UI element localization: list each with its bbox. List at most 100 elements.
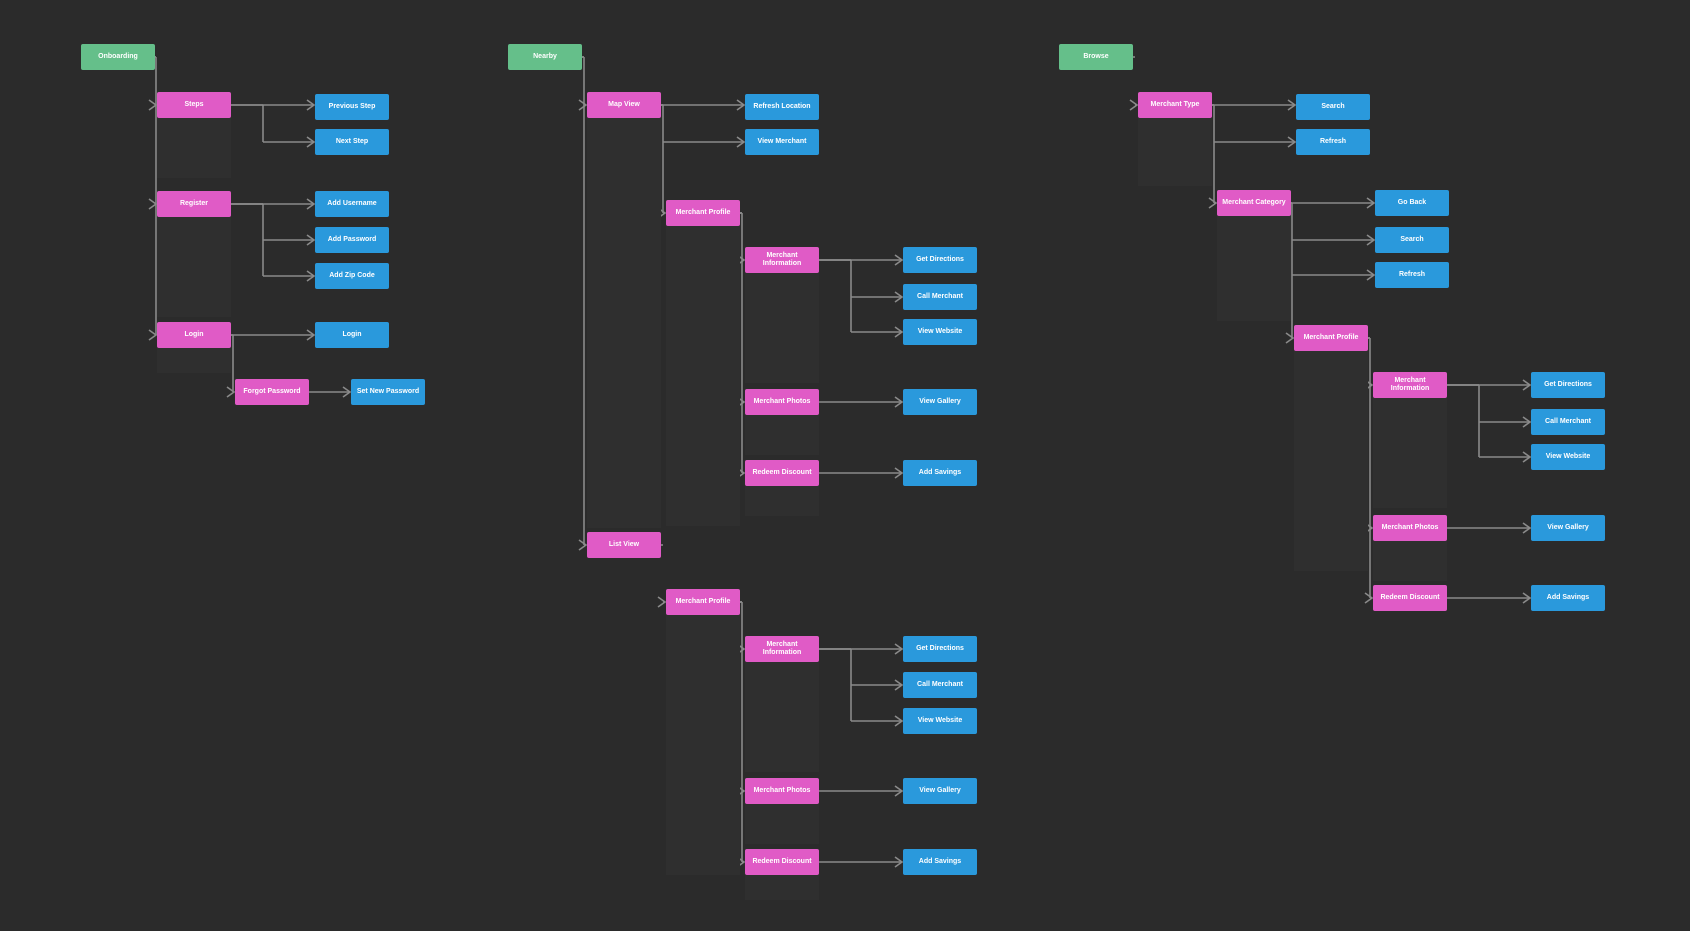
connector-arrowhead	[894, 326, 904, 338]
connector-arrowhead	[1366, 197, 1376, 209]
node-list-merchant-profile[interactable]: Merchant Profile	[666, 589, 740, 615]
node-browse-merchant-profile[interactable]: Merchant Profile	[1294, 325, 1368, 351]
connector-arrowhead	[578, 99, 588, 111]
node-go-back[interactable]: Go Back	[1375, 190, 1449, 216]
node-map-view-website[interactable]: View Website	[903, 319, 977, 345]
node-browse-view-gallery[interactable]: View Gallery	[1531, 515, 1605, 541]
node-list-call-merchant[interactable]: Call Merchant	[903, 672, 977, 698]
node-map-view[interactable]: Map View	[587, 92, 661, 118]
background-band	[1373, 398, 1447, 508]
node-map-merchant-information[interactable]: Merchant Information	[745, 247, 819, 273]
connector-arrowhead	[306, 99, 316, 111]
connector-arrowhead	[148, 329, 158, 341]
node-category-search[interactable]: Search	[1375, 227, 1449, 253]
node-add-zip-code[interactable]: Add Zip Code	[315, 263, 389, 289]
connector-arrowhead	[342, 386, 352, 398]
node-list-view[interactable]: List View	[587, 532, 661, 558]
connector-arrowhead	[894, 291, 904, 303]
node-type-search[interactable]: Search	[1296, 94, 1370, 120]
node-browse[interactable]: Browse	[1059, 44, 1133, 70]
node-list-merchant-photos[interactable]: Merchant Photos	[745, 778, 819, 804]
node-next-step[interactable]: Next Step	[315, 129, 389, 155]
background-band	[745, 486, 819, 516]
connector-arrowhead	[894, 467, 904, 479]
connector-arrowhead	[1366, 234, 1376, 246]
background-band	[1373, 541, 1447, 581]
background-band	[157, 217, 231, 317]
background-band	[666, 615, 740, 875]
node-browse-call-merchant[interactable]: Call Merchant	[1531, 409, 1605, 435]
node-browse-view-website[interactable]: View Website	[1531, 444, 1605, 470]
node-steps[interactable]: Steps	[157, 92, 231, 118]
node-list-redeem-discount[interactable]: Redeem Discount	[745, 849, 819, 875]
node-browse-add-savings[interactable]: Add Savings	[1531, 585, 1605, 611]
node-map-merchant-photos[interactable]: Merchant Photos	[745, 389, 819, 415]
node-merchant-type[interactable]: Merchant Type	[1138, 92, 1212, 118]
connector-arrowhead	[1129, 99, 1139, 111]
background-band	[745, 662, 819, 772]
connector-arrowhead	[306, 270, 316, 282]
connector-arrowhead	[894, 396, 904, 408]
node-register[interactable]: Register	[157, 191, 231, 217]
node-map-call-merchant[interactable]: Call Merchant	[903, 284, 977, 310]
node-map-view-gallery[interactable]: View Gallery	[903, 389, 977, 415]
background-band	[587, 118, 661, 528]
node-list-get-directions[interactable]: Get Directions	[903, 636, 977, 662]
connector-arrowhead	[894, 679, 904, 691]
node-set-new-password[interactable]: Set New Password	[351, 379, 425, 405]
node-add-password[interactable]: Add Password	[315, 227, 389, 253]
node-refresh-location[interactable]: Refresh Location	[745, 94, 819, 120]
node-list-add-savings[interactable]: Add Savings	[903, 849, 977, 875]
connector-arrowhead	[306, 198, 316, 210]
connector-arrowhead	[1522, 522, 1532, 534]
connector-arrowhead	[578, 539, 588, 551]
background-band	[666, 226, 740, 526]
connector-arrowhead	[306, 136, 316, 148]
background-band	[745, 875, 819, 900]
node-map-merchant-profile[interactable]: Merchant Profile	[666, 200, 740, 226]
node-add-username[interactable]: Add Username	[315, 191, 389, 217]
connector-arrowhead	[1364, 592, 1374, 604]
node-list-view-website[interactable]: View Website	[903, 708, 977, 734]
node-login-screen[interactable]: Login	[157, 322, 231, 348]
node-type-refresh[interactable]: Refresh	[1296, 129, 1370, 155]
node-list-view-gallery[interactable]: View Gallery	[903, 778, 977, 804]
node-onboarding[interactable]: Onboarding	[81, 44, 155, 70]
node-browse-merchant-photos[interactable]: Merchant Photos	[1373, 515, 1447, 541]
node-list-merchant-information[interactable]: Merchant Information	[745, 636, 819, 662]
connector-arrowhead	[1522, 379, 1532, 391]
connector-arrowhead	[894, 715, 904, 727]
node-map-redeem-discount[interactable]: Redeem Discount	[745, 460, 819, 486]
node-map-get-directions[interactable]: Get Directions	[903, 247, 977, 273]
node-category-refresh[interactable]: Refresh	[1375, 262, 1449, 288]
connector-arrowhead	[1287, 99, 1297, 111]
connector-arrowhead	[1287, 136, 1297, 148]
node-browse-merchant-information[interactable]: Merchant Information	[1373, 372, 1447, 398]
background-band	[157, 118, 231, 178]
node-forgot-password[interactable]: Forgot Password	[235, 379, 309, 405]
background-band	[745, 415, 819, 455]
node-previous-step[interactable]: Previous Step	[315, 94, 389, 120]
node-browse-redeem-discount[interactable]: Redeem Discount	[1373, 585, 1447, 611]
node-map-add-savings[interactable]: Add Savings	[903, 460, 977, 486]
connector-arrowhead	[736, 99, 746, 111]
background-band	[745, 273, 819, 383]
background-band	[1294, 351, 1368, 571]
connector-arrowhead	[1522, 451, 1532, 463]
connector-arrowhead	[1522, 416, 1532, 428]
connector-arrowhead	[306, 329, 316, 341]
connector-arrowhead	[894, 856, 904, 868]
node-nearby[interactable]: Nearby	[508, 44, 582, 70]
node-merchant-category[interactable]: Merchant Category	[1217, 190, 1291, 216]
connector-arrowhead	[657, 596, 667, 608]
connector-arrowhead	[306, 234, 316, 246]
node-view-merchant[interactable]: View Merchant	[745, 129, 819, 155]
node-login-action[interactable]: Login	[315, 322, 389, 348]
connector-arrowhead	[148, 99, 158, 111]
background-band	[1217, 216, 1291, 321]
connector-arrowhead	[226, 386, 236, 398]
node-browse-get-directions[interactable]: Get Directions	[1531, 372, 1605, 398]
connector-arrowhead	[1366, 269, 1376, 281]
